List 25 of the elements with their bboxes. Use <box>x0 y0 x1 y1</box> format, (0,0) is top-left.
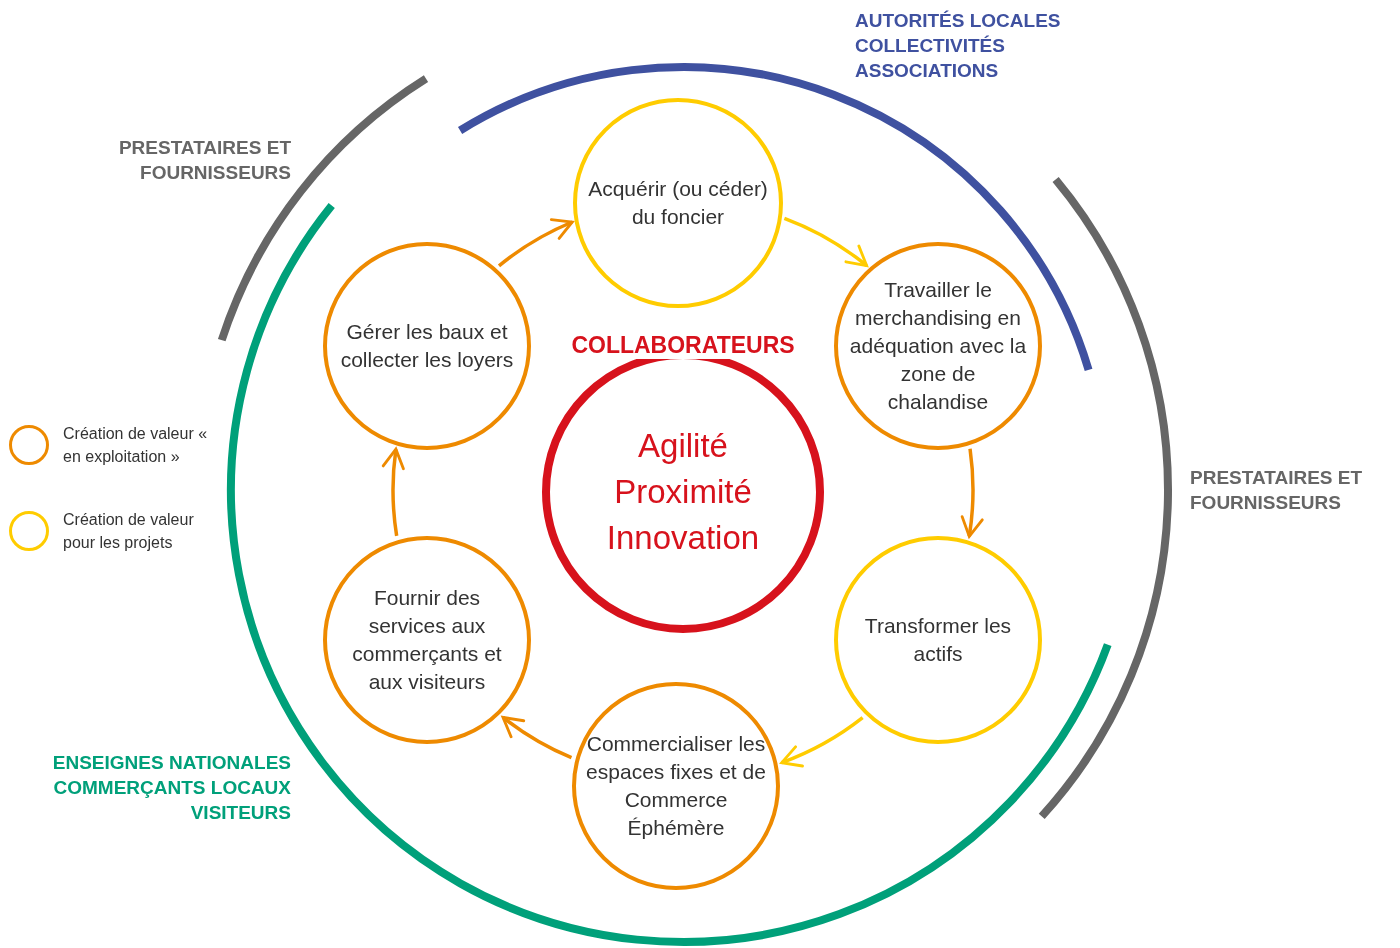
arrow <box>783 216 869 267</box>
step-circle <box>573 98 783 308</box>
step-circle <box>834 536 1042 744</box>
arrow <box>501 715 573 760</box>
arrow <box>959 448 984 538</box>
step-circle <box>834 242 1042 450</box>
value-text: Agilité Proximité Innovation <box>605 426 761 558</box>
arrow <box>382 447 406 537</box>
step-circle <box>572 682 780 890</box>
stakeholder-label: PRESTATAIRES ET FOURNISSEURS <box>1190 466 1364 515</box>
legend-text: Création de valeur pour les projets <box>63 510 195 553</box>
step-text: Travailler le merchandising en adéquation avec la zone de chalandise <box>848 277 1028 415</box>
step-text: Commercialiser les espaces fixes et de Commerce Éphémère <box>586 731 766 841</box>
step-text: Acquérir (ou céder) du foncier <box>588 176 768 230</box>
arrow <box>497 218 574 268</box>
step-text: Transformer les actifs <box>863 613 1013 667</box>
arrow <box>780 716 864 767</box>
step-circle <box>323 242 531 450</box>
legend-text: Création de valeur « en exploitation » <box>63 424 209 467</box>
step-text: Gérer les baux et collecter les loyers <box>339 319 515 373</box>
stakeholder-label: ENSEIGNES NATIONALES COMMERÇANTS LOCAUX VISITEURS <box>51 751 291 825</box>
step-text: Fournir des services aux commerçants et aux visiteurs <box>351 585 503 695</box>
stakeholder-label: PRESTATAIRES ET FOURNISSEURS <box>117 136 291 185</box>
step-circle <box>323 536 531 744</box>
stakeholder-label: AUTORITÉS LOCALES COLLECTIVITÉS ASSOCIATIONS <box>855 9 1062 83</box>
